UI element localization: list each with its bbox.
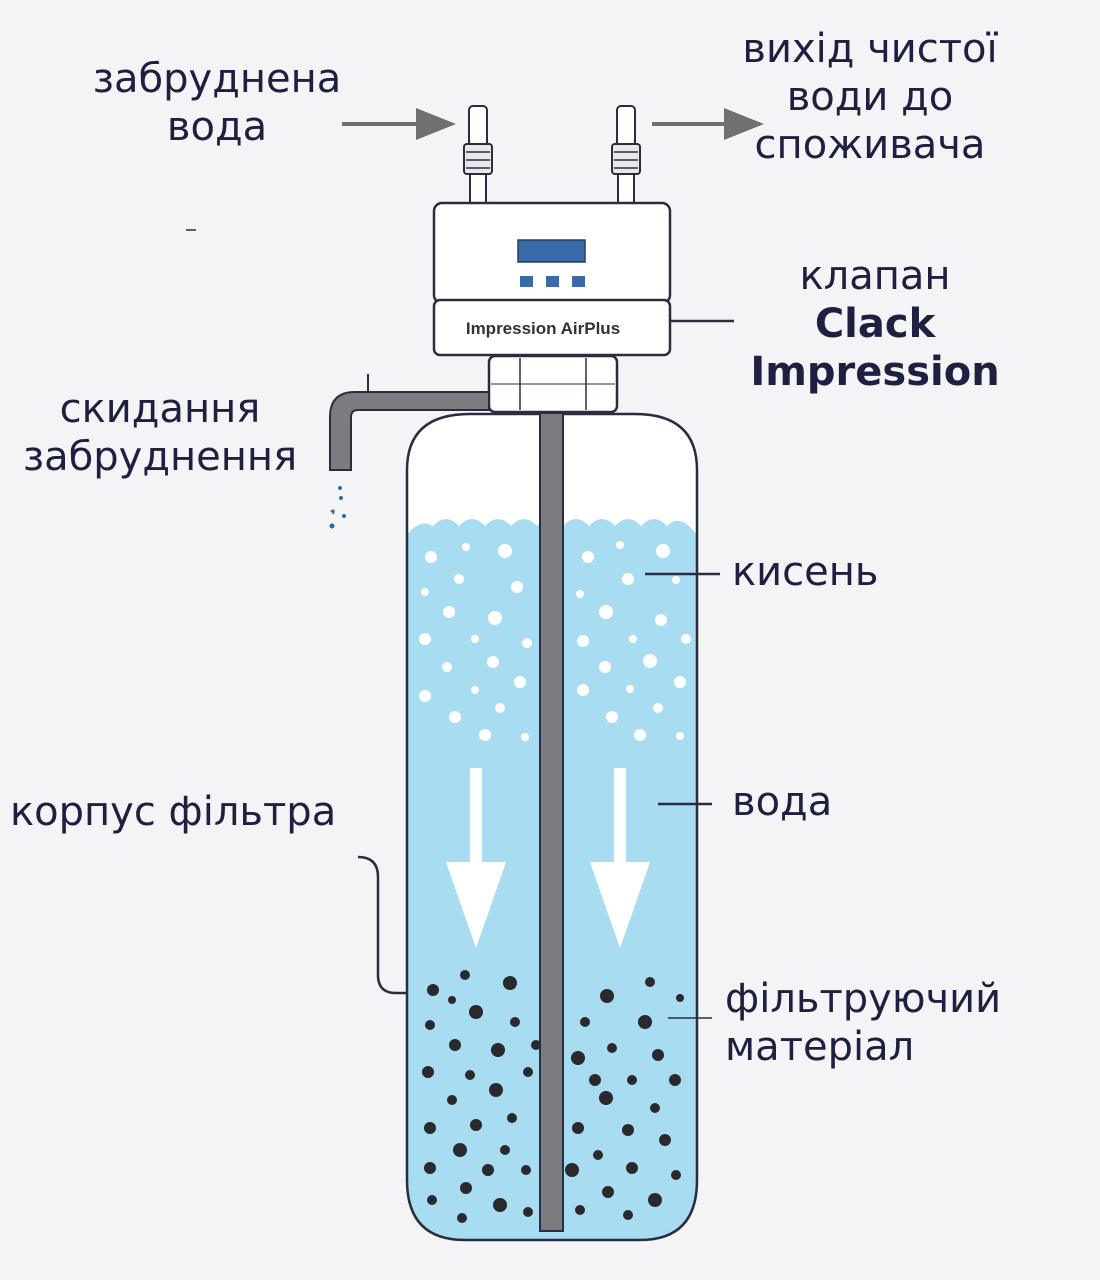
valve-button-1 bbox=[520, 276, 533, 287]
flow-arrow-left bbox=[446, 768, 506, 948]
inlet-label: забруднена вода bbox=[62, 55, 372, 151]
valve-label-prefix: клапан bbox=[799, 253, 951, 299]
riser-tube bbox=[539, 412, 564, 1232]
housing-label-text: корпус фільтра bbox=[10, 789, 337, 835]
water-label: вода bbox=[732, 778, 832, 826]
media-label-line-2: матеріал bbox=[725, 1024, 915, 1070]
valve-head: Impression AirPlus bbox=[432, 201, 672, 357]
oxygen-label: кисень bbox=[732, 548, 878, 596]
inlet-label-line-2: вода bbox=[166, 104, 268, 150]
valve-collar bbox=[487, 354, 619, 414]
valve-label-line-2: Clack bbox=[814, 301, 936, 347]
media-label-line-1: фільтруючий bbox=[725, 976, 1002, 1022]
outlet-label: вихід чистої води до споживача bbox=[705, 25, 1035, 169]
flow-arrow-right bbox=[590, 768, 650, 948]
drain-label-line-1: скидання bbox=[59, 386, 261, 432]
media-label: фільтруючий матеріал bbox=[725, 975, 1001, 1071]
filter-media-grains bbox=[422, 970, 684, 1223]
outlet-fitting bbox=[611, 105, 641, 205]
inlet-label-line-1: забруднена bbox=[92, 56, 342, 102]
outlet-label-line-3: споживача bbox=[754, 122, 986, 168]
valve-plate-text: Impression AirPlus bbox=[466, 319, 620, 338]
drain-label: скидання забруднення bbox=[0, 385, 320, 481]
valve-label-line-3: Impression bbox=[750, 349, 1000, 395]
drain-pipe bbox=[329, 374, 490, 529]
valve-display bbox=[517, 239, 586, 263]
valve-button-2 bbox=[546, 276, 559, 287]
oxygen-bubbles bbox=[419, 541, 691, 741]
valve-label: клапан Clack Impression bbox=[735, 252, 1015, 396]
drain-label-line-2: забруднення bbox=[22, 434, 298, 480]
housing-leader-line bbox=[357, 855, 407, 995]
housing-label: корпус фільтра bbox=[10, 788, 336, 836]
water-label-text: вода bbox=[732, 779, 833, 825]
outlet-label-line-1: вихід чистої bbox=[742, 26, 998, 72]
inlet-fitting bbox=[463, 105, 493, 205]
outlet-label-line-2: води до bbox=[786, 74, 954, 120]
valve-button-3 bbox=[572, 276, 585, 287]
oxygen-label-text: кисень bbox=[732, 549, 879, 595]
